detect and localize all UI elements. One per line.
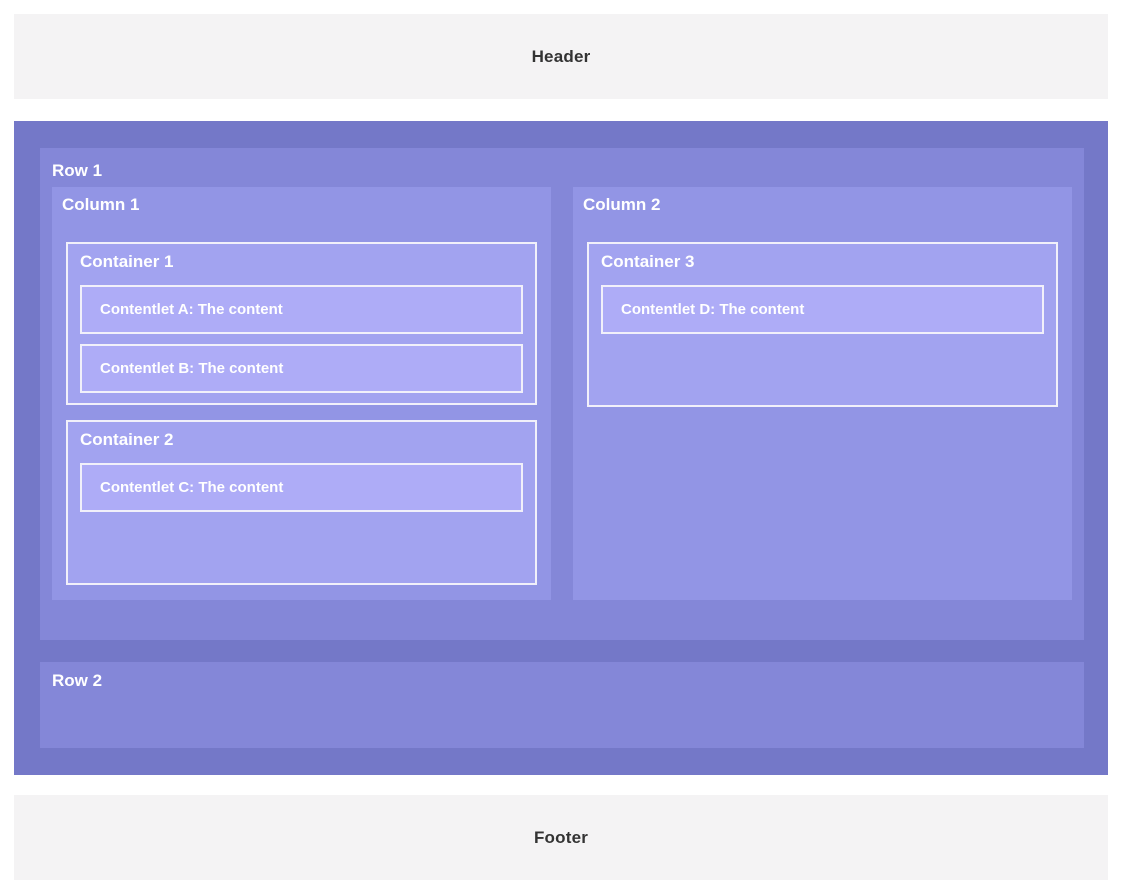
container-2-label: Container 2 [80, 430, 174, 449]
column-2: Column 2 Container 3 Contentlet D: The c… [573, 187, 1072, 600]
container-3: Container 3 Contentlet D: The content [587, 242, 1058, 407]
contentlet-b-label: Contentlet B: The content [100, 360, 284, 377]
row-1: Row 1 Column 1 Container 1 Contentlet A:… [40, 148, 1084, 640]
contentlet-d-label: Contentlet D: The content [621, 301, 805, 318]
contentlet-d: Contentlet D: The content [601, 285, 1044, 334]
row-2: Row 2 [40, 662, 1084, 748]
footer-section: Footer [14, 795, 1108, 880]
container-1: Container 1 Contentlet A: The content Co… [66, 242, 537, 405]
header-section: Header [14, 14, 1108, 99]
container-3-label: Container 3 [601, 252, 695, 271]
contentlet-b: Contentlet B: The content [80, 344, 523, 393]
row-1-label: Row 1 [52, 161, 103, 180]
footer-label: Footer [533, 827, 589, 847]
contentlet-a-label: Contentlet A: The content [100, 301, 283, 318]
container-1-label: Container 1 [80, 252, 174, 271]
column-1: Column 1 Container 1 Contentlet A: The c… [52, 187, 551, 600]
row-2-label: Row 2 [52, 671, 103, 690]
body-section: Row 1 Column 1 Container 1 Contentlet A:… [14, 121, 1108, 775]
contentlet-c-label: Contentlet C: The content [100, 479, 284, 496]
column-1-label: Column 1 [62, 195, 140, 214]
container-2: Container 2 Contentlet C: The content [66, 420, 537, 585]
row-1-columns: Column 1 Container 1 Contentlet A: The c… [52, 187, 1072, 600]
contentlet-a: Contentlet A: The content [80, 285, 523, 334]
contentlet-c: Contentlet C: The content [80, 463, 523, 512]
header-label: Header [531, 46, 591, 66]
column-2-label: Column 2 [583, 195, 661, 214]
